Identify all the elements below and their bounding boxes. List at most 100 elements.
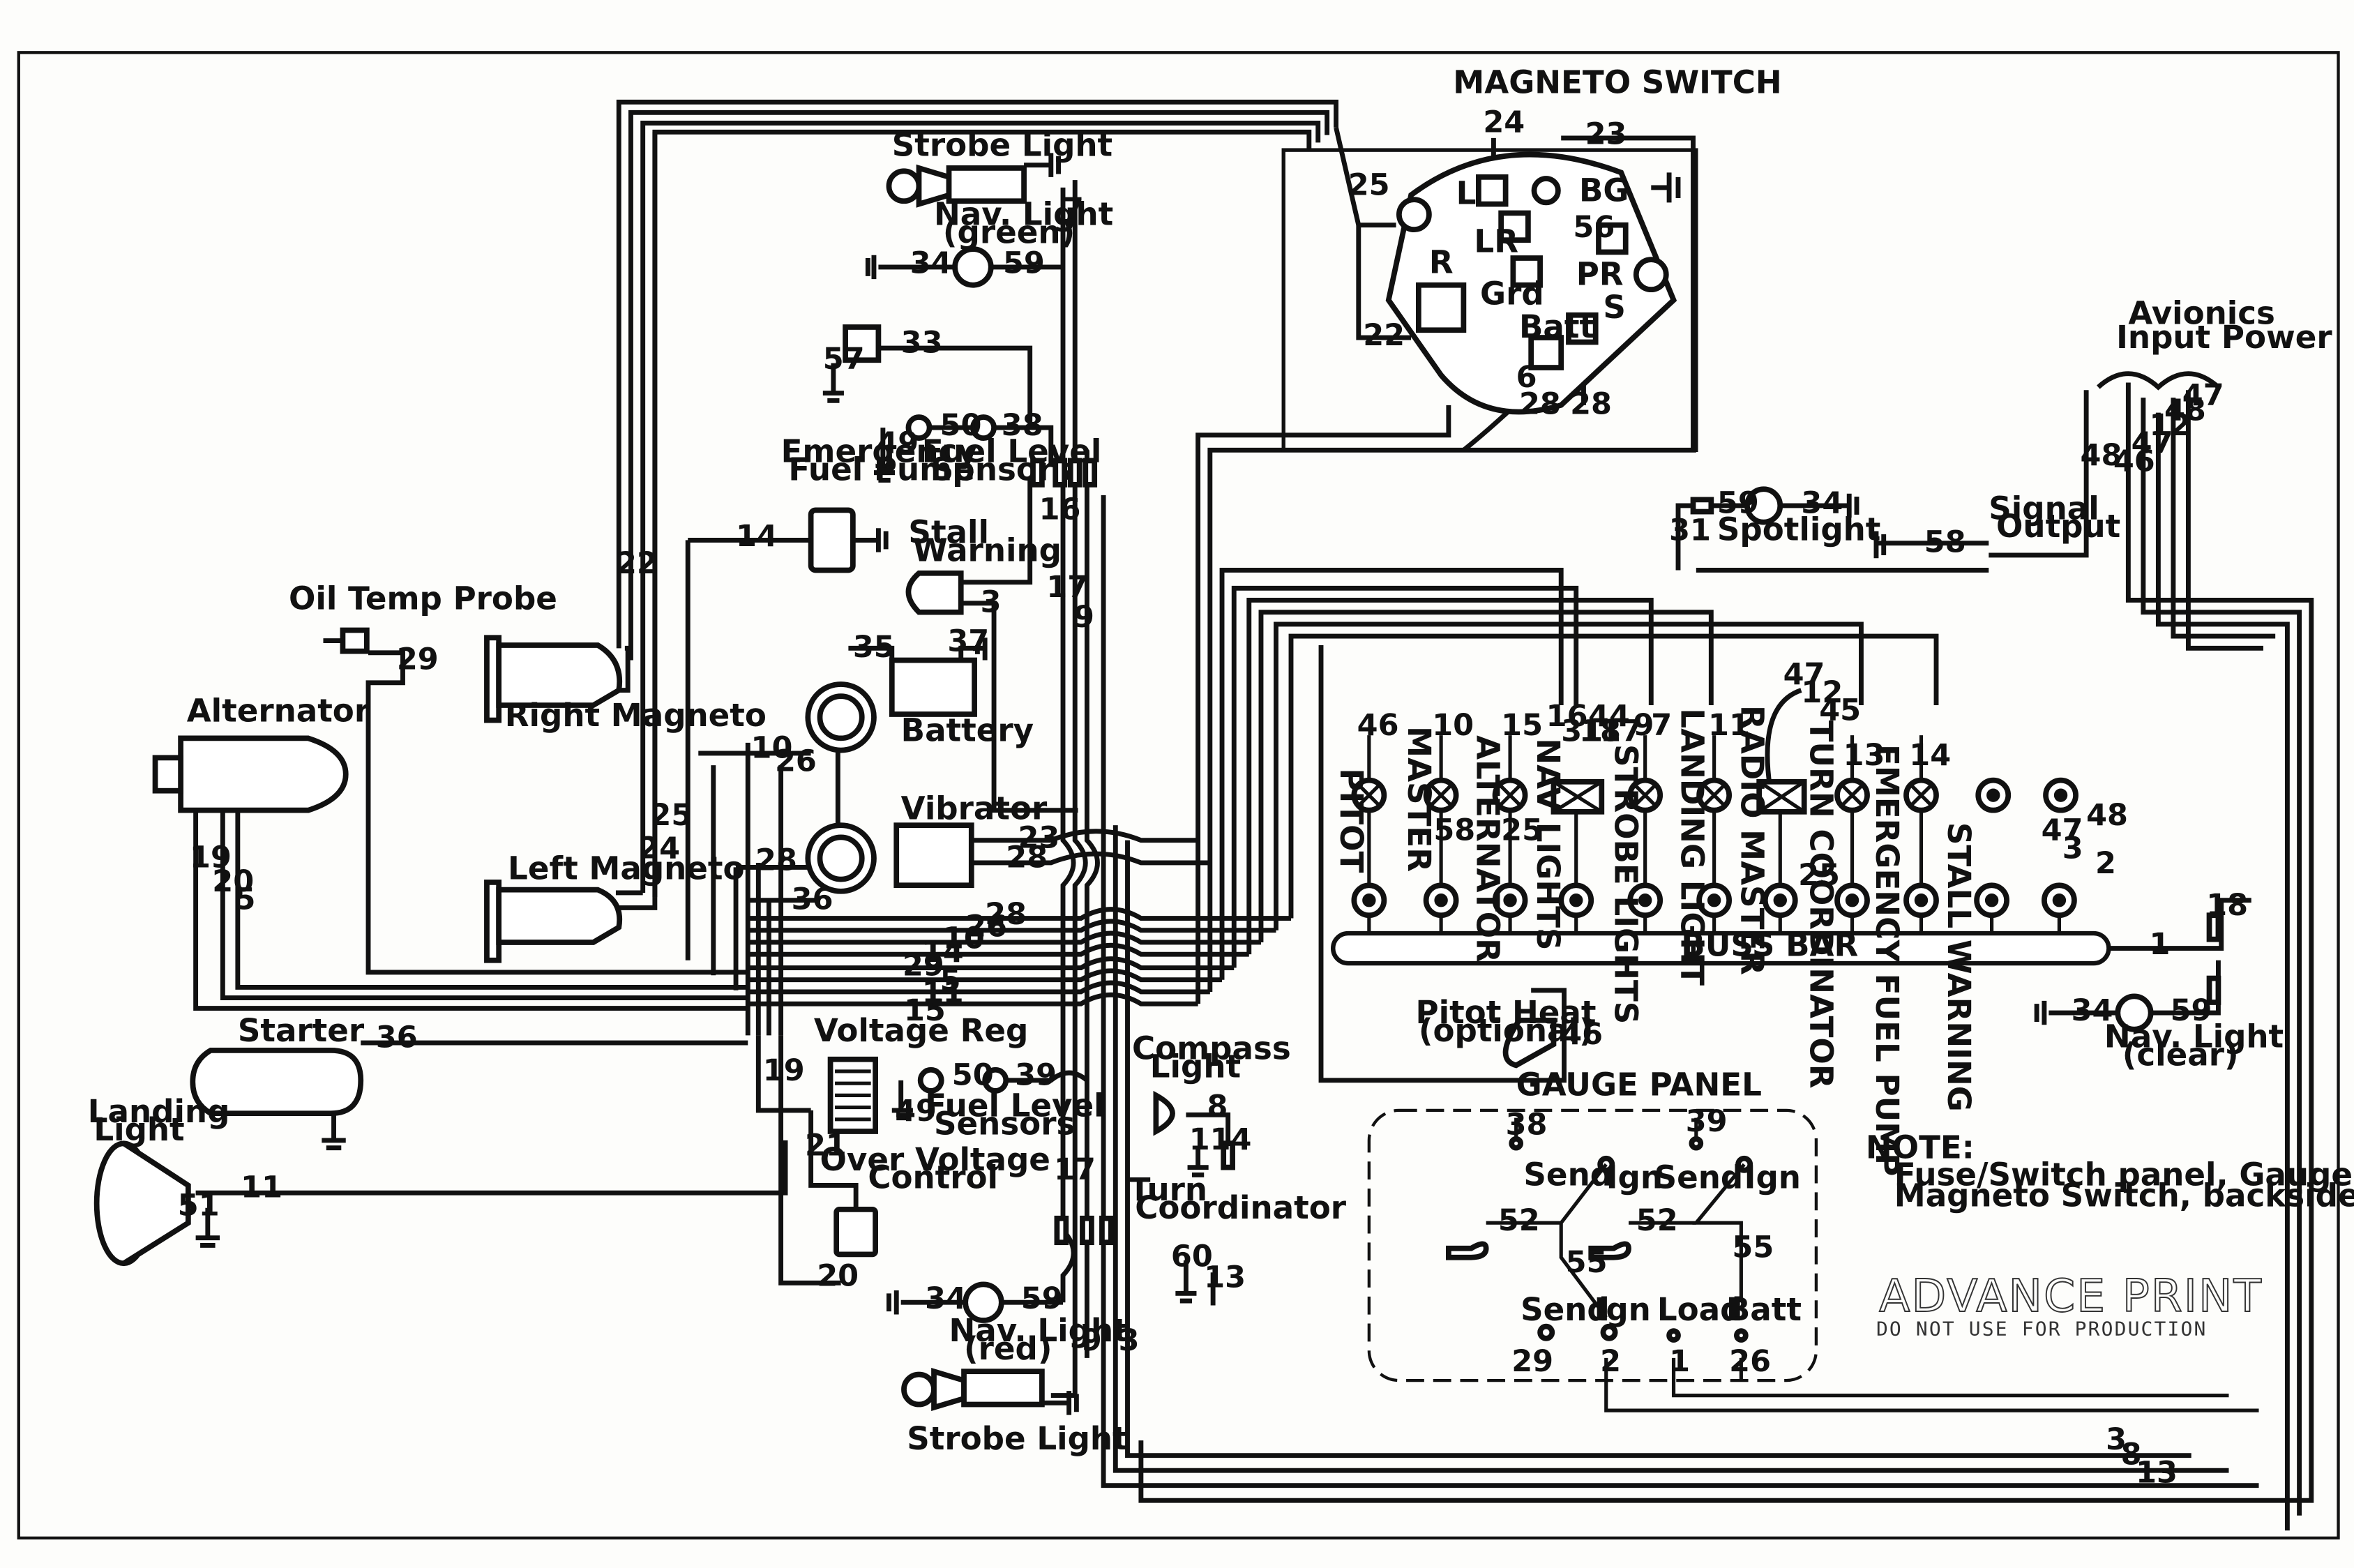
wire-label-3p: 3: [2062, 831, 2083, 866]
wire-label-14: 14: [736, 519, 778, 554]
svg-text:Starter: Starter: [238, 1012, 365, 1049]
svg-text:Output: Output: [1996, 508, 2120, 545]
svg-text:Light: Light: [93, 1111, 184, 1148]
wire-label-43p: 46: [1561, 1017, 1603, 1052]
wire-label-26g: 26: [1729, 1344, 1771, 1379]
wire-label-42: 46: [2113, 444, 2155, 478]
wire-label-14p: 14: [1909, 738, 1951, 773]
wire-label-29: 28: [1006, 840, 1048, 875]
wire-label-10b: 10: [943, 921, 985, 956]
wire-label-5b: 5: [940, 963, 961, 998]
label-stall-warning: STALL WARNING: [1940, 822, 1977, 1112]
wire-label-30: 29: [397, 642, 439, 677]
svg-text:Control: Control: [868, 1159, 998, 1196]
avionics-input-power: Avionics Input Power: [2097, 295, 2332, 391]
buss-bar: [1330, 930, 2111, 966]
breaker-pitot[interactable]: [1351, 882, 1387, 919]
svg-text:Pitot Heat: Pitot Heat: [1416, 994, 1597, 1031]
wire-label-58: 58: [1433, 813, 1475, 848]
switch-turn-coordinator[interactable]: [1834, 777, 1870, 813]
wire-label-9: 9: [1073, 600, 1094, 635]
terminal-pr: PR: [1576, 256, 1624, 293]
wire-label-3r: 3: [2106, 1422, 2127, 1457]
spotlight: Spotlight: [1675, 486, 1880, 571]
breaker-fuel-pump[interactable]: [1903, 882, 1939, 919]
label-pitot: PITOT: [1333, 768, 1370, 873]
switch-master[interactable]: [1423, 777, 1459, 813]
master-relay: [698, 681, 877, 976]
wire-label-19: 19: [190, 840, 232, 875]
wire-label-16p: 16: [1546, 699, 1588, 734]
wire-label-46: 48: [2164, 393, 2206, 428]
svg-text:Sensors: Sensors: [934, 1105, 1075, 1142]
wire-label-34s: 34: [1801, 486, 1843, 521]
wire-label-52a: 55: [1566, 1245, 1608, 1280]
wire-label-7r: 8: [2121, 1438, 2142, 1472]
wire-label-11b: 11: [922, 975, 964, 1010]
wire-label-13r: 13: [2136, 1455, 2178, 1490]
svg-text:Emergency: Emergency: [781, 433, 978, 470]
wire-label-51b: 52: [1636, 1203, 1678, 1238]
svg-text:Avionics: Avionics: [2128, 295, 2275, 332]
switch-nav-lights[interactable]: [1551, 778, 1605, 815]
terminal-grd: Grd: [1480, 276, 1544, 312]
wire-label-15: 15: [904, 993, 946, 1028]
svg-text:Vibrator: Vibrator: [901, 790, 1048, 827]
wire-label-59c: 59: [2171, 993, 2212, 1028]
right-components: Spotlight Signal Output Avionics Input P…: [1416, 295, 2333, 1073]
magneto-switch-title: MAGNETO SWITCH: [1453, 63, 1781, 100]
wire-label-11p: 11: [1708, 708, 1750, 743]
svg-text:Send: Send: [1521, 1291, 1610, 1328]
wire-label-11: 11: [241, 1170, 282, 1205]
svg-text:Compass: Compass: [1132, 1030, 1291, 1067]
svg-text:(green): (green): [943, 213, 1075, 250]
terminal-lr: LR: [1474, 223, 1518, 259]
voltage-regulator: Voltage Reg: [814, 1012, 1028, 1134]
breaker-stall-warning[interactable]: [1974, 882, 2009, 919]
nav-light-green: Nav. Light (green): [865, 196, 1113, 288]
wire-label-36: 36: [376, 1020, 418, 1055]
stall-switch: [822, 324, 1033, 428]
wire-label-43: 46: [1357, 708, 1399, 743]
wire-label-9b: 9: [1081, 1323, 1102, 1358]
magneto-switch-frame: [1281, 148, 1698, 453]
wire-label-3: 3: [981, 585, 1002, 620]
wire-label-46p: 48: [2086, 798, 2128, 833]
wire-label-31: 31: [1669, 513, 1711, 548]
landing-light: Landing Light: [88, 1093, 229, 1267]
wire-label-44p: 47: [2042, 813, 2083, 848]
wire-label-15p: 15: [1501, 708, 1543, 743]
breaker-turn-coordinator[interactable]: [1834, 882, 1870, 919]
svg-text:Sensors: Sensors: [931, 451, 1072, 488]
svg-text:Spotlight: Spotlight: [1717, 511, 1880, 548]
note-block: NOTE: Fuse/Switch panel, Gauge panel, & …: [1866, 1129, 2354, 1214]
compass-light: Compass Light: [1132, 1030, 1291, 1177]
starter: Starter: [190, 1012, 365, 1151]
wire-label-59: 59: [1003, 246, 1045, 281]
breaker-master[interactable]: [1423, 882, 1459, 919]
wire-label-35: 35: [853, 630, 895, 665]
svg-text:Strobe Light: Strobe Light: [892, 127, 1112, 164]
avionics-breaker-1[interactable]: [1975, 777, 2012, 813]
avionics-breaker-2[interactable]: [2043, 777, 2078, 813]
wire-label-20b: 20: [817, 1259, 859, 1294]
wire-label-34: 34: [910, 246, 952, 281]
wire-label-39: 39: [1015, 1057, 1057, 1092]
svg-text:Signal: Signal: [1989, 490, 2099, 527]
wire-label-13: 13: [1204, 1260, 1246, 1295]
wire-label-22m: 22: [1363, 318, 1405, 353]
svg-text:Right Magneto: Right Magneto: [505, 697, 767, 734]
switch-fuel-pump[interactable]: [1903, 777, 1939, 813]
wire-label-57: 58: [1924, 525, 1966, 560]
svg-text:Turn: Turn: [1129, 1171, 1207, 1208]
center-components: Strobe Light Nav. Light (green) Fuel Lev…: [685, 127, 1347, 1457]
wire-label-30g: 29: [1511, 1344, 1553, 1379]
wire-label-19b: 19: [763, 1053, 805, 1088]
wire-label-55: 56: [1573, 210, 1615, 245]
wire-label-29m: 28: [1519, 387, 1561, 422]
wire-label-30b: 29: [903, 948, 944, 983]
breaker-extra[interactable]: [2042, 882, 2077, 919]
wire-label-14b: 14: [922, 935, 964, 970]
label-strobe-lights: STROBE LIGHTS: [1608, 744, 1645, 1024]
